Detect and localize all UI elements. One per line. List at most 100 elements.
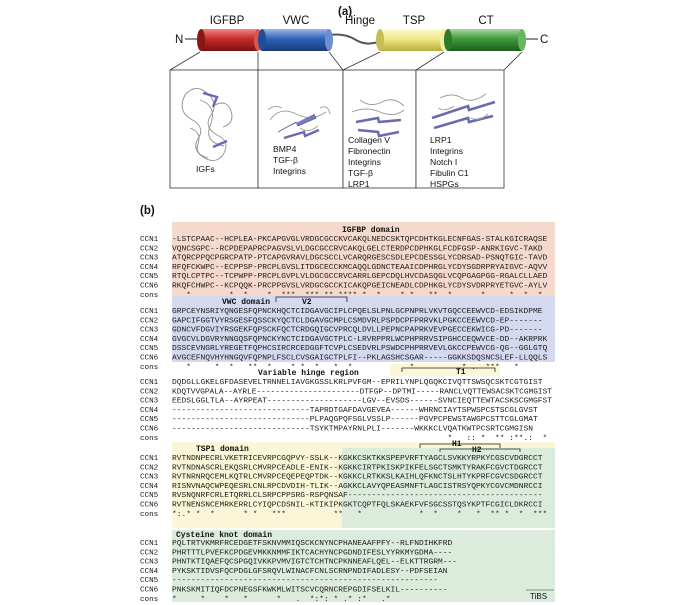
cysteine-knot-block-title: Cysteine knot domain — [176, 531, 272, 540]
alignment-row-name: CCN1 — [140, 540, 159, 548]
alignment-row-name: CCN1 — [140, 379, 159, 387]
alignment-row-name: CCN3 — [140, 255, 159, 263]
domain-label-hinge: Hinge — [345, 15, 375, 27]
alignment-row-name: CCN2 — [140, 549, 159, 557]
ct-structure-image — [431, 93, 496, 130]
domain-label-igfbp: IGFBP — [210, 15, 245, 27]
alignment-row-name: CCN3 — [140, 327, 159, 335]
alignment-row-name: CCN3 — [140, 398, 159, 406]
tsp-structure-image — [351, 99, 405, 138]
alignment-row-name: CCN2 — [140, 245, 159, 253]
tsp-domain-cylinder — [376, 29, 448, 51]
igfbp-partner-0: IGFs — [196, 164, 215, 174]
igfbp-binding-panel — [169, 69, 259, 189]
ct-partner-2: Notch I — [430, 157, 457, 167]
alignment-row-sequence: DSSCEVNGRLYREGETFQPHCSIRCRCEDGGFTCVPLCSE… — [172, 345, 548, 353]
alignment-row-name: CCN2 — [140, 388, 159, 396]
alignment-row-sequence: DQDGLLGKELGFDASEVELTRNNELIAVGKGSSLKRLPVF… — [172, 379, 543, 387]
vwc-block-title: VWC domain — [222, 298, 270, 307]
alignment-row-sequence: RVTNDNPECRLVKETRICEVRPCGQPVY-SSLK--KGKKC… — [172, 455, 543, 463]
alignment-row-name: CCN5 — [140, 492, 159, 500]
expansion-lines — [169, 51, 523, 71]
vwc-partner-1: TGF-β — [273, 155, 298, 165]
alignment-row-name: CCN1 — [140, 308, 159, 316]
vwc-partner-2: Integrins — [273, 166, 306, 176]
alignment-row-sequence: -----------------------------PLPAQGPQFSG… — [172, 416, 538, 424]
alignment-row-name: cons — [140, 511, 158, 519]
t1-marker-label: T1 — [456, 368, 466, 377]
region-markers — [275, 296, 521, 452]
domain-label-tsp: TSP — [403, 15, 426, 27]
alignment-row-name: CCN3 — [140, 474, 159, 482]
alignment-row-name: cons — [140, 596, 158, 604]
tsp1-block-title: TSP1 domain — [196, 445, 249, 454]
alignment-row-name: CCN6 — [140, 502, 159, 510]
alignment-row-name: CCN5 — [140, 273, 159, 281]
alignment-row-sequence: RKQFCHWPC--KCPQQK-PRCPPGVSLVRDGCGCCKICAK… — [172, 283, 548, 291]
alignment-row-sequence: VQNCSGPC--RCPDEPAPRCPAGVSLVLDGCGCCRVCAKQ… — [172, 245, 543, 253]
alignment-row-sequence: RVTNENSNCEMRKERRLCYIQPCDSNIL-KTIKIPKGKTC… — [172, 502, 543, 510]
tsp-partner-4: LRP1 — [348, 179, 370, 189]
n-terminus-label: N — [175, 34, 183, 46]
hinge-linker — [329, 33, 379, 45]
alignment-row-name: CCN5 — [140, 416, 159, 424]
alignment-row-name: CCN5 — [140, 345, 159, 353]
vwc-domain-cylinder — [258, 29, 333, 51]
ct-partner-3: Fibulin C1 — [430, 168, 469, 178]
alignment-row-sequence: GRPCEYNSRIYQNGESFQPNCKHQCTCIDGAVGCIPLCPQ… — [172, 308, 543, 316]
alignment-row-sequence: GVGCVLDGVRYNNGQSFQPNCKYNCTCIDGAVGCTPLC-L… — [172, 336, 548, 344]
tsp-partner-2: Integrins — [348, 157, 381, 167]
alignment-row-sequence: PHRTTTLPVEFKCPDGEVMKKNMMFIKTCACHYNCPGDND… — [172, 549, 452, 557]
alignment-row-name: CCN6 — [140, 426, 159, 434]
alignment-row-sequence: RVTNDNASCRLEKQSRLCMVRPCEADLE-ENIK--KGKKC… — [172, 464, 543, 472]
alignment-row-sequence: GAPCIFGGTVYRSGESFQSSCKYQCTCLDGAVGCMPLCSM… — [172, 317, 543, 325]
alignment-row-sequence: PNKSKMITIQFDCPNEGSFKWKMLWITSCVCQRNCREPGD… — [172, 587, 448, 595]
alignment-row-sequence: KDQTVVGPALA--AYRLE----------------------… — [172, 388, 552, 396]
alignment-row-sequence: ----------------------------------------… — [172, 577, 438, 585]
alignment-row-sequence: PHNTKTIQAEFQCSPGQIVKKPVMVIGTCTCHTNCPKNNE… — [172, 559, 457, 567]
c-terminus-label: C — [540, 34, 548, 46]
alignment-row-sequence: RVSNQNRFCRLETQRRLCLSRPCPPSRG-RSPQNSAF---… — [172, 492, 543, 500]
alignment-row-sequence: PQLTRTVKMRFRCEDGETFSKNVMMIQSCKCNYNCPHANE… — [172, 540, 453, 548]
alignment-row-name: CCN1 — [140, 236, 159, 244]
vwc-structure-image — [267, 105, 331, 140]
tsp-partner-0: Collagen V — [348, 135, 390, 145]
panel-a-label: (a) — [338, 6, 352, 18]
alignment-row-name: CCN3 — [140, 559, 159, 567]
panel-b-label: (b) — [140, 205, 155, 217]
igfbp-structure-image — [181, 88, 233, 161]
alignment-row-sequence: -----------------------------TAPRDTGAFDA… — [172, 407, 538, 415]
alignment-row-name: CCN2 — [140, 464, 159, 472]
alignment-row-name: CCN4 — [140, 568, 159, 576]
alignment-row-sequence: * * * * *** *** ** **** * * * * ** * * *… — [172, 292, 543, 300]
tsp-partner-3: TGF-β — [348, 168, 373, 178]
alignment-row-sequence: *:.* * * * * *** ** * * * * * ** * * *** — [172, 511, 547, 519]
binding-panels — [169, 69, 505, 189]
alignment-row-name: CCN2 — [140, 317, 159, 325]
domain-label-vwc: VWC — [283, 15, 310, 27]
alignment-row-sequence: RVTNRNRQCEMLKQTRLCMVRPCEQEPEQPTDK--KGKKC… — [172, 474, 543, 482]
alignment-row-name: CCN4 — [140, 483, 159, 491]
ct-partner-0: LRP1 — [430, 135, 452, 145]
ct-start-block-bg — [342, 448, 555, 528]
alignment-row-sequence: ATQRCPPQCPGRCPATP-PTCAPGVRAVLDGCSCCLVCAR… — [172, 255, 548, 263]
alignment-row-name: cons — [140, 292, 158, 300]
alignment-row-sequence: GDNCVFDGVIYRSGEKFQPSCKFQCTCRDGQIGCVPRCQL… — [172, 327, 543, 335]
h1-marker-label: H1 — [452, 440, 462, 449]
alignment-row-sequence: PYKSKTIDVSFQCPDGLGFSRQVLWINACFCNLSCRNPND… — [172, 568, 448, 576]
alignment-row-sequence: EEDSLGGLTLA--AYRPEAT--------------------… — [172, 398, 552, 406]
credit-text: TiBS — [530, 592, 547, 601]
h2-marker-label: H2 — [472, 446, 482, 455]
alignment-row-sequence: * * * ** * * * * * * * * . *** * — [172, 364, 519, 372]
alignment-row-name: CCN6 — [140, 587, 159, 595]
hinge-block-title: Variable hinge region — [258, 369, 359, 378]
alignment-row-sequence: RTQLCPTPC--TCPWPP-PRCPLGVPLVLDGCGCCRVCAR… — [172, 273, 548, 281]
alignment-row-name: cons — [140, 435, 158, 443]
ct-binding-panel — [415, 69, 505, 189]
tsp-partner-1: Fibronectin — [348, 146, 391, 156]
alignment-row-name: CCN4 — [140, 264, 159, 272]
vwc-binding-panel — [257, 69, 344, 189]
alignment-row-name: CCN6 — [140, 283, 159, 291]
